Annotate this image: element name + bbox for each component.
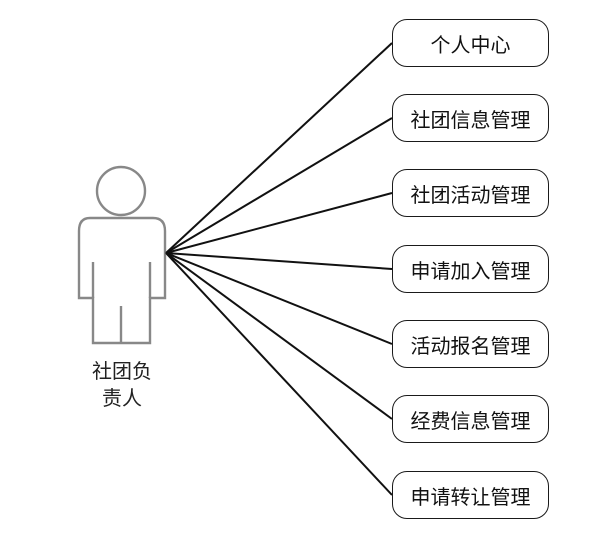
- use-case-label: 个人中心: [430, 32, 511, 57]
- association-line: [165, 252, 393, 345]
- association-lines: [165, 42, 393, 496]
- actor-name-line1: 社团负: [92, 359, 152, 383]
- association-line: [165, 252, 393, 420]
- use-case-join-request-management[interactable]: 申请加入管理: [392, 245, 549, 293]
- person-icon: [77, 165, 167, 345]
- use-case-label: 活动报名管理: [410, 333, 531, 358]
- actor-label: 社团负 责人: [70, 358, 174, 412]
- use-case-transfer-request-management[interactable]: 申请转让管理: [392, 471, 549, 519]
- use-case-club-activity-management[interactable]: 社团活动管理: [392, 169, 549, 217]
- use-case-funding-info-management[interactable]: 经费信息管理: [392, 395, 549, 443]
- use-case-club-info-management[interactable]: 社团信息管理: [392, 94, 549, 142]
- actor-head: [95, 165, 147, 217]
- association-line: [165, 42, 393, 254]
- association-line: [165, 252, 393, 496]
- association-line: [165, 117, 393, 254]
- association-line: [165, 192, 393, 254]
- association-line: [165, 252, 393, 270]
- use-case-activity-signup-management[interactable]: 活动报名管理: [392, 320, 549, 368]
- actor-name-line2: 责人: [102, 386, 142, 410]
- use-case-label: 社团活动管理: [410, 182, 531, 207]
- use-case-label: 申请转让管理: [410, 484, 531, 509]
- use-case-label: 申请加入管理: [410, 258, 531, 283]
- use-case-personal-center[interactable]: 个人中心: [392, 19, 549, 67]
- use-case-label: 社团信息管理: [410, 107, 531, 132]
- use-case-label: 经费信息管理: [410, 408, 531, 433]
- actor-body: [77, 216, 167, 345]
